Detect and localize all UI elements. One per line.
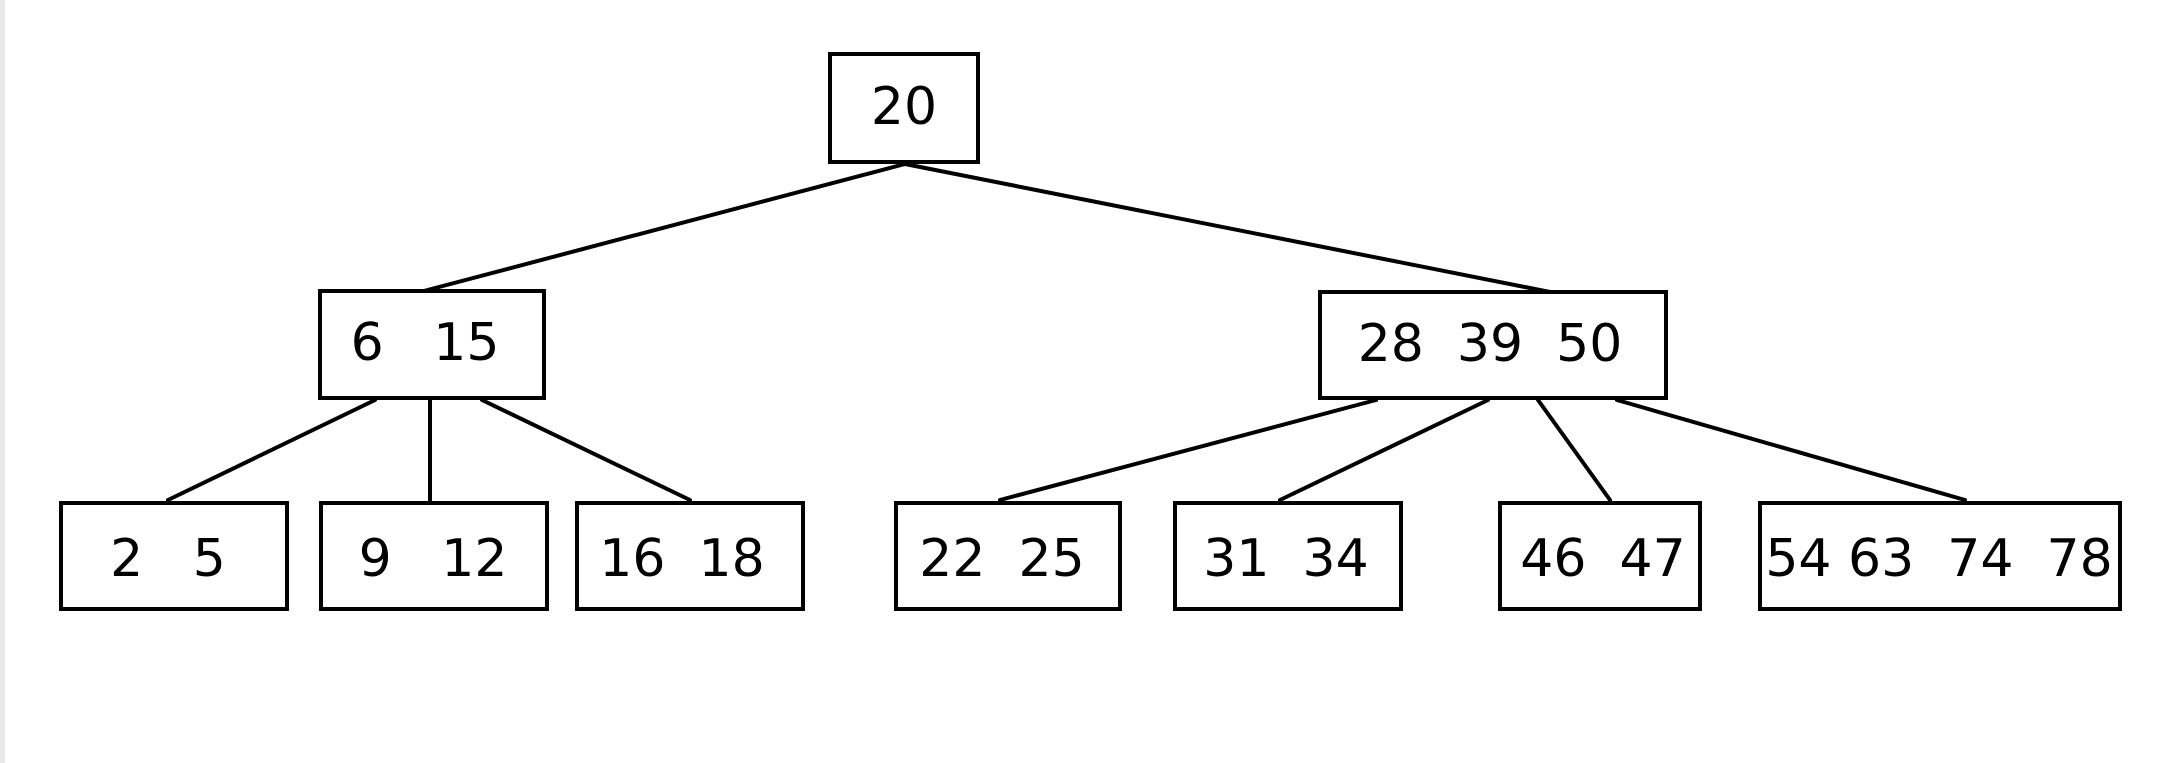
internal-node-left-box <box>318 289 546 400</box>
leaf-node-1-box <box>59 501 289 611</box>
leaf-node-1: 2 5 <box>59 501 289 611</box>
edge-root-to-left <box>418 162 907 294</box>
leaf-node-5-label: 31 34 <box>1203 529 1368 589</box>
leaf-node-5-box <box>1173 501 1403 611</box>
leaf-node-6-label: 46 47 <box>1520 529 1685 589</box>
edge-right-to-leaf-4 <box>998 398 1378 502</box>
internal-node-left-label: 6 15 <box>351 313 500 373</box>
leaf-node-1-label: 2 5 <box>110 529 226 589</box>
leaf-node-4: 22 25 <box>894 501 1122 611</box>
leaf-node-2-box <box>319 501 549 611</box>
leaf-node-3-label: 16 18 <box>599 529 764 589</box>
leaf-node-4-box <box>894 501 1122 611</box>
tree-edges <box>166 162 1967 502</box>
leaf-node-6-box <box>1498 501 1702 611</box>
leaf-node-4-label: 22 25 <box>919 529 1084 589</box>
edge-root-to-right <box>903 162 1552 294</box>
edge-right-to-leaf-5 <box>1278 398 1490 502</box>
internal-node-left: 6 15 <box>318 289 546 400</box>
leaf-node-2: 9 12 <box>319 501 549 611</box>
edge-right-to-leaf-7 <box>1615 398 1967 502</box>
leaf-node-3-box <box>575 501 805 611</box>
root-node: 20 <box>828 52 980 164</box>
internal-node-right: 28 39 50 <box>1318 290 1668 400</box>
internal-node-right-label: 28 39 50 <box>1358 314 1623 374</box>
leaf-node-2-label: 9 12 <box>359 529 508 589</box>
leaf-node-6: 46 47 <box>1498 501 1702 611</box>
edge-left-to-leaf-3 <box>480 398 692 502</box>
leaf-node-7: 54 63 74 78 <box>1758 501 2122 611</box>
internal-node-right-box <box>1318 290 1668 400</box>
edge-right-to-leaf-6 <box>1536 398 1612 502</box>
root-node-box <box>828 52 980 164</box>
edge-left-to-leaf-1 <box>166 398 377 502</box>
leaf-node-3: 16 18 <box>575 501 805 611</box>
root-node-label: 20 <box>871 77 937 137</box>
leaf-node-5: 31 34 <box>1173 501 1403 611</box>
page-left-border <box>0 0 5 763</box>
leaf-node-7-label: 54 63 74 78 <box>1765 529 2112 589</box>
leaf-node-7-box <box>1758 501 2122 611</box>
